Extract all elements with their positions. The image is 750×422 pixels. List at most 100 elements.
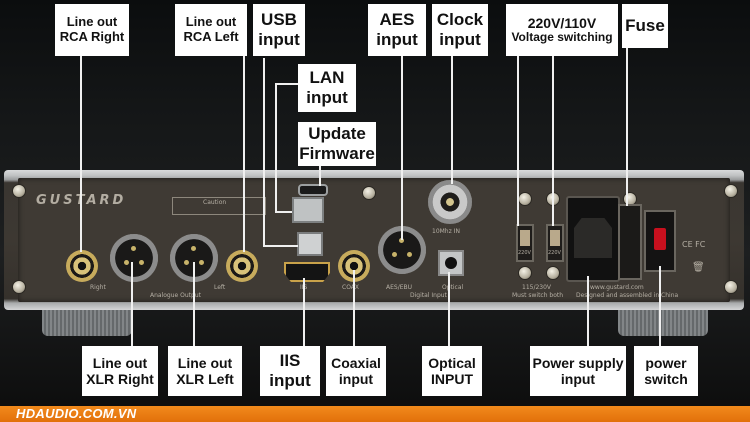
callout-iis-input: IIS input bbox=[260, 346, 320, 396]
waste-bin-icon: 🗑 bbox=[692, 262, 705, 273]
callout-line: Optical bbox=[428, 354, 476, 371]
callout-usb-input: USB input bbox=[253, 4, 305, 56]
usb-c-icon bbox=[298, 184, 328, 196]
screw bbox=[518, 266, 532, 280]
caution-label: Caution bbox=[172, 197, 266, 215]
callout-lan-input: LAN input bbox=[298, 64, 356, 112]
callout-optical-input: Optical INPUT bbox=[422, 346, 482, 396]
xlr-pin bbox=[184, 260, 189, 265]
callout-line: Line out bbox=[177, 354, 233, 371]
left-text: Left bbox=[214, 284, 226, 291]
callout-line: input bbox=[306, 88, 348, 107]
xlr-right-jack bbox=[110, 234, 158, 282]
callout-line-out-xlr-right: Line out XLR Right bbox=[82, 346, 158, 396]
analogue-output-text: Analogue Output bbox=[150, 292, 201, 299]
callout-aes-input: AES input bbox=[368, 4, 426, 56]
callout-line: INPUT bbox=[431, 371, 473, 387]
left-foot bbox=[42, 310, 132, 336]
v220-text: 220V bbox=[518, 250, 531, 256]
clock-in-text: 10Mhz IN bbox=[432, 228, 460, 235]
iec-socket bbox=[574, 218, 612, 258]
banner-text: HDAUDIO.COM.VN bbox=[16, 406, 137, 421]
footer-banner: HDAUDIO.COM.VN bbox=[0, 406, 750, 422]
callout-power-supply-input: Power supply input bbox=[530, 346, 626, 396]
hdmi-icon bbox=[284, 262, 330, 282]
callout-update-firmware: Update Firmware bbox=[298, 122, 376, 166]
callout-line: IIS bbox=[279, 351, 301, 371]
cert-text: CE FC bbox=[682, 240, 706, 249]
callout-line: Fuse bbox=[625, 16, 665, 36]
designed-text: Designed and assembled in China bbox=[576, 292, 679, 299]
callout-line: XLR Right bbox=[86, 371, 154, 387]
callout-line: Voltage switching bbox=[511, 30, 613, 45]
callout-line: RCA Right bbox=[59, 29, 125, 44]
xlr-pin bbox=[407, 252, 412, 257]
rca-left-jack bbox=[226, 250, 258, 282]
callout-line: Line out bbox=[92, 354, 148, 371]
digital-input-text: Digital Input bbox=[410, 292, 447, 299]
callout-line: switch bbox=[644, 371, 688, 387]
power-toggle-icon bbox=[644, 210, 676, 272]
screw bbox=[546, 266, 560, 280]
xlr-pin bbox=[124, 260, 129, 265]
callout-fuse: Fuse bbox=[622, 4, 668, 48]
callout-line-out-rca-right: Line out RCA Right bbox=[55, 4, 129, 56]
callout-line: input bbox=[338, 371, 374, 387]
callout-power-switch: power switch bbox=[634, 346, 698, 396]
callout-line: input bbox=[560, 371, 596, 387]
xlr-pin bbox=[131, 246, 136, 251]
optical-text: Optical bbox=[442, 284, 464, 291]
callout-line: XLR Left bbox=[176, 371, 234, 387]
brand-logo: GUSTARD bbox=[36, 193, 127, 208]
voltage-range-text: 115/230V bbox=[522, 284, 552, 291]
usb-b-icon bbox=[297, 232, 323, 256]
leader-lan bbox=[275, 83, 298, 213]
callout-line: Power supply bbox=[532, 354, 624, 371]
callout-line: 220V/110V bbox=[527, 15, 597, 32]
v220-text-2: 220V bbox=[548, 250, 561, 256]
callout-line: input bbox=[258, 30, 300, 49]
callout-voltage-switching: 220V/110V Voltage switching bbox=[506, 4, 618, 56]
xlr-pin bbox=[392, 252, 397, 257]
callout-line: RCA Left bbox=[183, 29, 239, 44]
leader-usb bbox=[263, 58, 298, 247]
callout-line: input bbox=[376, 30, 418, 49]
optical-jack bbox=[438, 250, 464, 276]
voltage-switch-1 bbox=[516, 224, 534, 262]
rca-right-jack bbox=[66, 250, 98, 282]
clock-bnc-jack bbox=[428, 180, 472, 224]
screw bbox=[724, 280, 738, 294]
callout-line-out-xlr-left: Line out XLR Left bbox=[168, 346, 242, 396]
coax-text: COAX bbox=[342, 284, 360, 291]
screw bbox=[12, 184, 26, 198]
website-text: www.gustard.com bbox=[590, 284, 644, 291]
caution-text: Caution bbox=[203, 199, 227, 206]
callout-line: Firmware bbox=[299, 144, 375, 163]
callout-line: power bbox=[645, 354, 687, 371]
screw bbox=[724, 184, 738, 198]
callout-line: input bbox=[269, 371, 311, 390]
voltage-switch-2 bbox=[546, 224, 564, 262]
callout-line-out-rca-left: Line out RCA Left bbox=[175, 4, 247, 56]
aes-ebu-text: AES/EBU bbox=[386, 284, 413, 291]
callout-line: Line out bbox=[185, 14, 237, 30]
right-text: Right bbox=[90, 284, 106, 291]
callout-line: Line out bbox=[66, 14, 118, 30]
screw bbox=[12, 280, 26, 294]
ethernet-icon bbox=[292, 197, 324, 223]
callout-coaxial-input: Coaxial input bbox=[326, 346, 386, 396]
must-switch-both-text: Must switch both bbox=[512, 292, 564, 299]
callout-line: Coaxial bbox=[331, 354, 381, 371]
callout-line: input bbox=[439, 30, 481, 49]
callout-line: Update bbox=[308, 124, 366, 144]
callout-line: AES bbox=[379, 10, 415, 30]
right-foot bbox=[618, 310, 708, 336]
xlr-pin bbox=[199, 260, 204, 265]
callout-line: USB bbox=[261, 10, 297, 30]
xlr-pin bbox=[399, 238, 404, 243]
xlr-pin bbox=[191, 246, 196, 251]
callout-line: LAN bbox=[309, 68, 345, 88]
screw bbox=[362, 186, 376, 200]
